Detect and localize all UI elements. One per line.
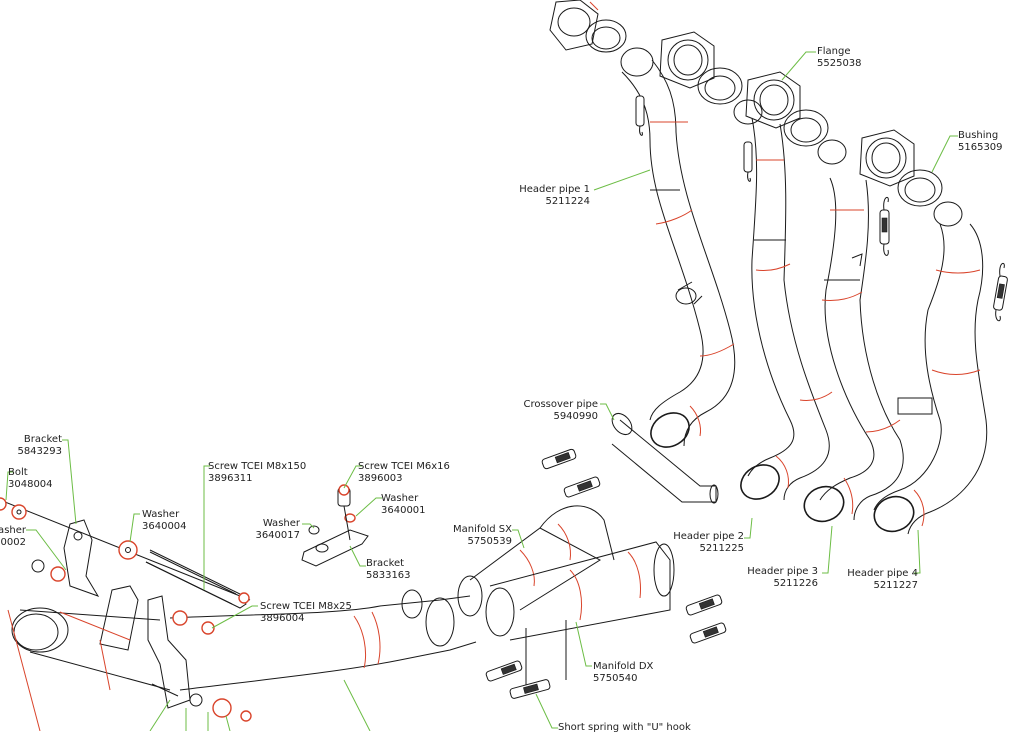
callout-code: 3896003 [358,473,403,484]
callout-name: Header pipe 2 [673,531,744,542]
callout-name: Washer [142,509,180,520]
callout-name: Screw TCEI M8x25 [260,601,352,612]
manifold-springs [485,448,727,699]
callout-name: Crossover pipe [523,399,598,410]
callout-code: 3896311 [208,473,253,484]
callout-name: Washer [381,493,419,504]
crossover-pipe-drawing [611,412,719,504]
callout-name: Bushing [958,130,999,141]
callout-name: Screw TCEI M6x16 [358,461,450,472]
callout-code: 5165309 [958,142,1003,153]
callout-name: Flange [817,46,851,57]
callout-name: Header pipe 1 [519,184,590,195]
callout-name: Washer [0,525,26,536]
callout-code: 5211225 [699,543,744,554]
manifold-dx-drawing [485,541,675,690]
header-springs [635,95,1008,322]
callout-code: 5833163 [366,570,411,581]
callout-code: 5211227 [873,580,918,591]
callout-name: Manifold DX [593,661,654,672]
flange-assembly-1 [549,0,654,77]
callout-name: Washer [262,518,300,529]
callout-name: Screw TCEI M8x150 [208,461,307,472]
leader-lines [5,51,958,731]
callout-code: 5750539 [467,536,512,547]
callout-code: 3640004 [142,521,187,532]
callout-code: 5843293 [17,446,62,457]
flange-assembly-2 [659,31,763,125]
screw-m8x150-drawing [145,551,237,605]
callout-name: Bracket [23,434,62,445]
flange-assembly-4 [859,129,963,227]
callout-name: Manifold SX [452,524,512,535]
callout-washer-3640002: Washer3640002 [0,525,26,549]
callout-code: 5940990 [553,411,598,422]
header-pipe-1-drawing [621,59,736,448]
manifold-sx-drawing [457,505,615,617]
callout-name: Header pipe 3 [747,566,818,577]
header-pipe-4-drawing [873,223,988,535]
callout-code: 5211226 [773,578,818,589]
callout-code: 3896004 [260,613,305,624]
callout-code: 5525038 [817,58,862,69]
callout-short-spring: Short spring with "U" hook [558,722,691,734]
callout-name: Header pipe 4 [847,568,918,579]
callout-name: Bolt [8,467,28,478]
flange-assembly-3 [745,71,847,165]
header-pipe-3-drawing [803,177,904,523]
callout-code: 3640001 [381,505,426,516]
callout-code: 5750540 [593,673,638,684]
callout-name: Short spring with "U" hook [558,722,691,733]
header-pipe-2-drawing [740,117,833,501]
callout-code: 3640002 [0,537,26,548]
callout-code: 3048004 [8,479,53,490]
callout-code: 3640017 [255,530,300,541]
left-bracket-assembly [0,497,252,731]
center-pipe-section [169,589,477,691]
callout-name: Bracket [366,558,405,569]
callout-code: 5211224 [545,196,590,207]
bracket-5833163-drawing [301,484,369,567]
